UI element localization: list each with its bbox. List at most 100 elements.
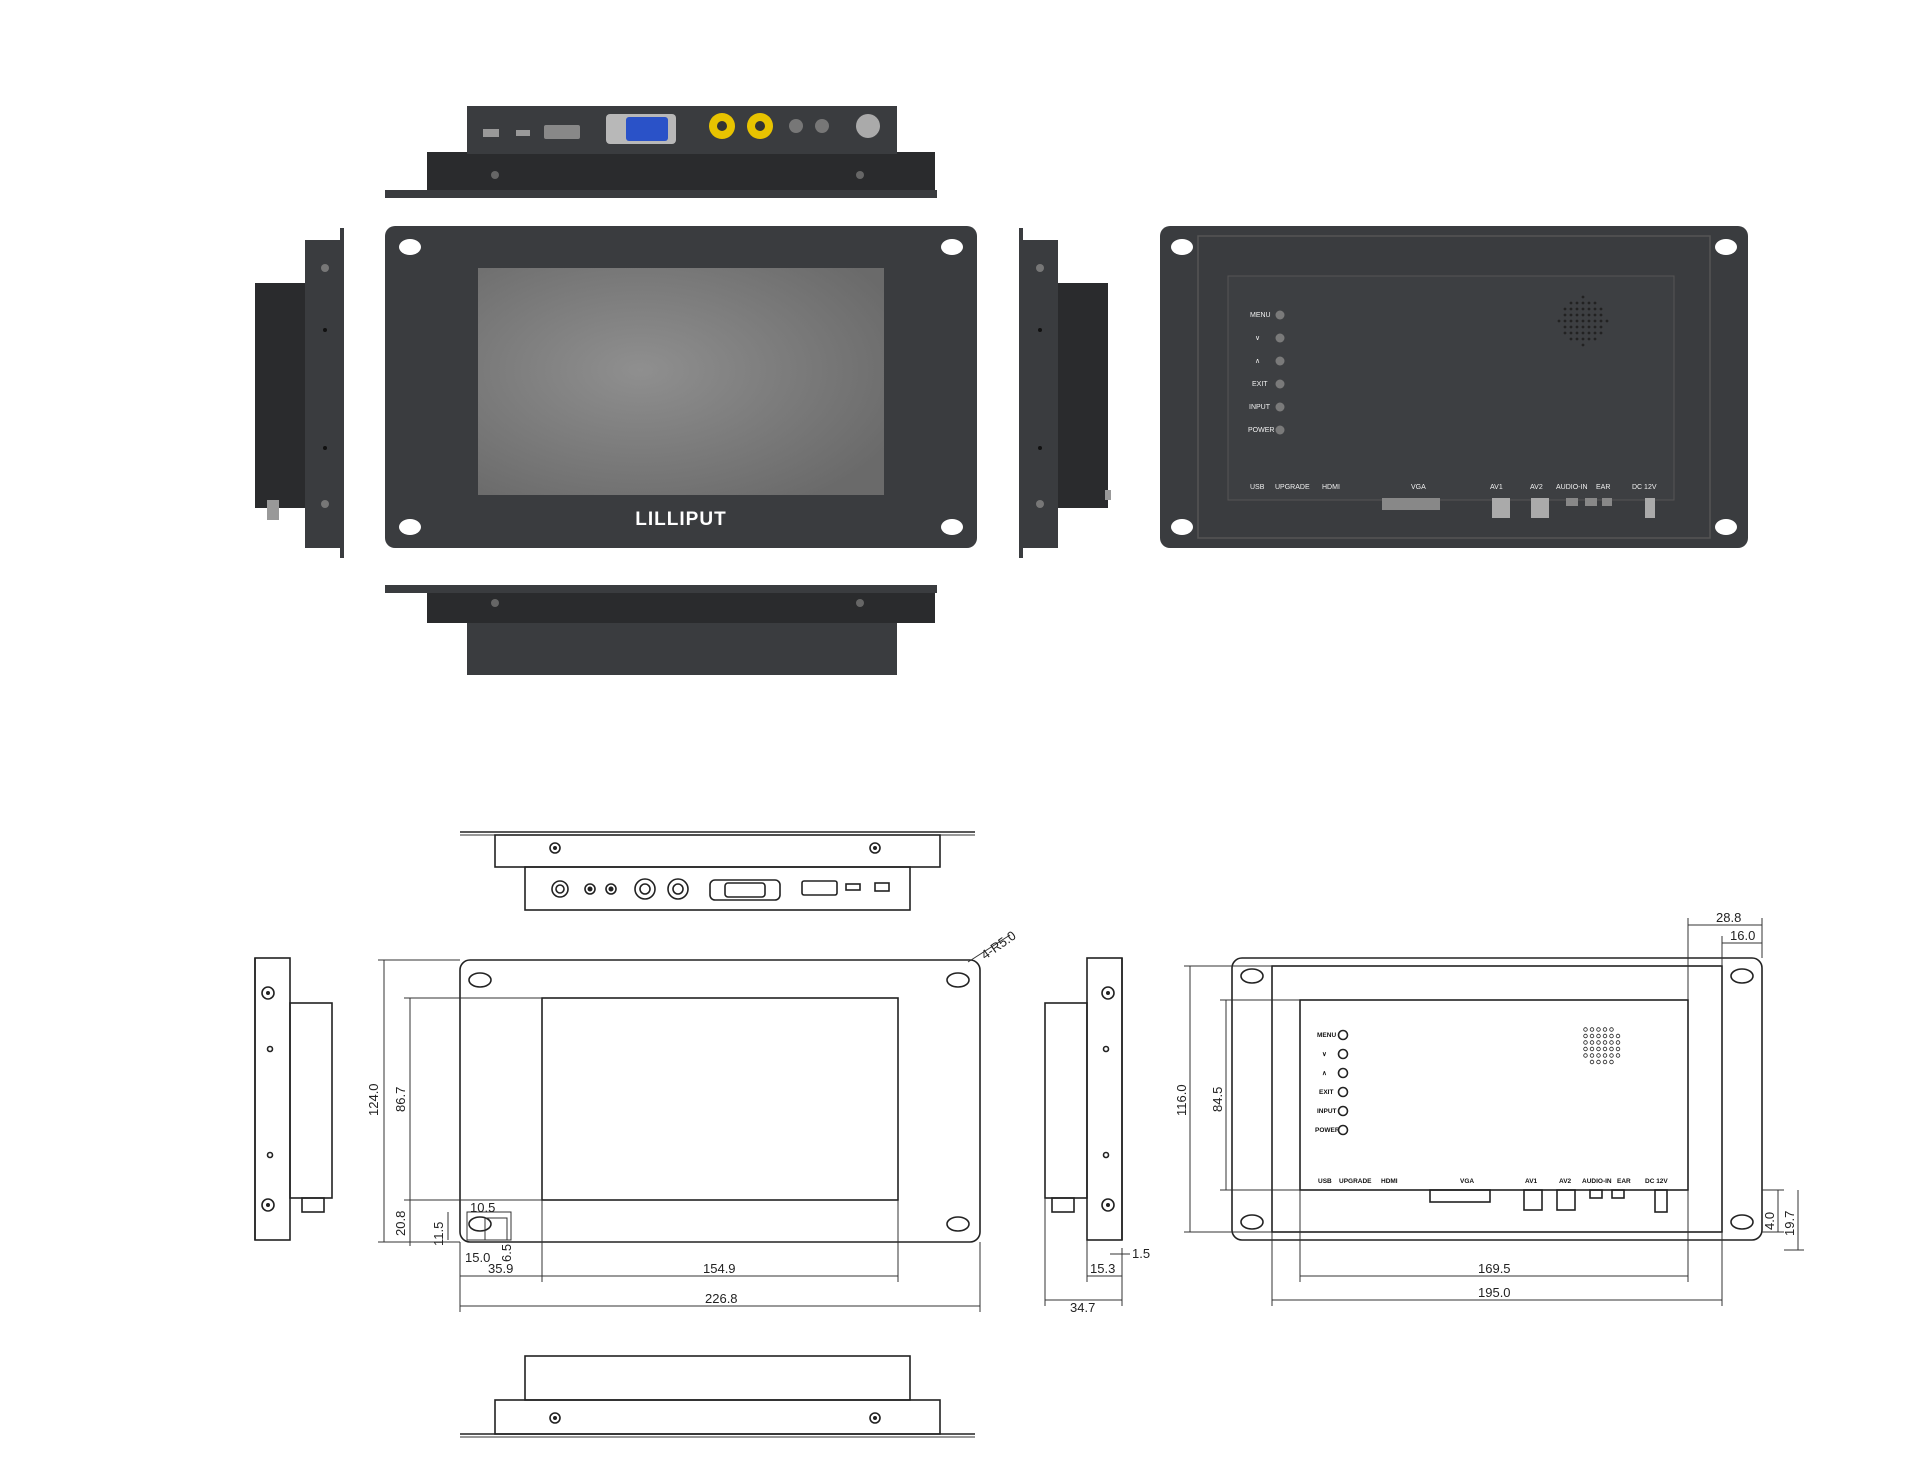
speaker-hole [1563,325,1567,329]
dim-hole-height: 11.5 [431,1222,446,1246]
dim-total-depth: 34.7 [1070,1300,1095,1315]
speaker-hole [1609,1059,1614,1065]
drawing-exit-label: EXIT [1319,1089,1333,1096]
usb-port-label: USB [1250,484,1265,491]
dim-screen-height: 86.7 [393,1087,408,1112]
dim-hole-offset: 15.0 [465,1250,490,1265]
dim-width-total: 226.8 [705,1291,738,1306]
drawing-menu-label: MENU [1317,1032,1336,1039]
speaker-hole [1589,1046,1595,1052]
audio-in-port-label: AUDIO-IN [1556,484,1588,491]
speaker-grille [1557,295,1609,347]
speaker-hole [1596,1027,1601,1032]
drawing-input-label: INPUT [1317,1108,1337,1115]
dim-body-depth: 15.3 [1090,1261,1115,1276]
dim-hole-width: 10.5 [470,1200,495,1215]
speaker-hole [1575,313,1579,317]
side-dimensions: 1.5 15.3 34.7 [1044,1198,1150,1315]
speaker-hole [1596,1053,1601,1058]
drawing-audio-in-label: AUDIO-IN [1582,1178,1612,1185]
photo-front-view: LILLIPUT [385,226,977,548]
speaker-hole [1609,1033,1614,1039]
exit-button[interactable] [1275,379,1285,389]
menu-button[interactable] [1275,310,1285,320]
speaker-hole [1575,301,1579,305]
speaker-hole [1602,1046,1608,1052]
speaker-hole [1609,1027,1614,1032]
speaker-hole [1589,1040,1595,1045]
menu-button-label: MENU [1250,312,1271,319]
dim-back-width-inner: 169.5 [1478,1261,1511,1276]
speaker-hole [1593,325,1597,329]
speaker-hole [1581,331,1585,335]
ear-jack-icon [815,119,829,133]
speaker-hole [1589,1033,1595,1039]
drawing-ear-label: EAR [1617,1178,1631,1185]
speaker-hole [1581,337,1585,341]
drawing-up-label: ∧ [1322,1070,1327,1077]
up-button-label: ∧ [1255,358,1260,365]
speaker-hole [1581,295,1585,299]
speaker-hole [1609,1040,1614,1045]
speaker-hole [1602,1033,1608,1039]
speaker-hole [1605,319,1609,323]
drawing-power-label: POWER [1315,1127,1340,1134]
speaker-hole [1615,1033,1621,1039]
speaker-hole [1583,1027,1588,1032]
speaker-hole [1563,319,1567,323]
up-button[interactable] [1275,356,1285,366]
dim-screen-width: 154.9 [703,1261,736,1276]
drawing-back-view: MENU ∨ ∧ EXIT INPUT POWER USB UPGRADE HD… [1231,957,1763,1241]
dc-jack-icon [856,114,880,138]
down-button[interactable] [1275,333,1285,343]
speaker-hole [1596,1033,1601,1039]
upgrade-port-label: UPGRADE [1275,484,1310,491]
drawing-left-side-view [254,957,333,1241]
dim-back-right-a: 4.0 [1762,1212,1777,1230]
exit-button-label: EXIT [1252,381,1268,388]
input-button[interactable] [1275,402,1285,412]
speaker-hole [1599,313,1603,317]
drawing-right-side-view [1044,957,1123,1241]
dim-back-right-b: 19.7 [1782,1211,1797,1236]
drawing-av1-label: AV1 [1525,1178,1538,1185]
speaker-hole [1589,1027,1595,1032]
speaker-hole [1587,319,1591,323]
speaker-hole [1575,307,1579,311]
speaker-hole [1599,319,1603,323]
power-button-label: POWER [1248,427,1274,434]
speaker-hole [1587,337,1591,341]
speaker-hole [1581,319,1585,323]
dim-flange: 1.5 [1132,1246,1150,1261]
power-button[interactable] [1275,425,1285,435]
speaker-hole [1563,331,1567,335]
speaker-hole [1575,337,1579,341]
speaker-hole [1596,1059,1601,1065]
drawing-usb-label: USB [1318,1178,1332,1185]
photo-bottom-view [385,585,937,675]
dim-height-total: 124.0 [366,1083,381,1116]
dim-bottom-offset: 20.8 [393,1211,408,1236]
display-screen [478,268,884,495]
speaker-hole [1615,1046,1621,1052]
speaker-hole [1575,325,1579,329]
speaker-hole [1602,1040,1608,1045]
speaker-hole [1589,1059,1595,1065]
dim-back-width-total: 195.0 [1478,1285,1511,1300]
speaker-hole [1593,337,1597,341]
speaker-hole [1575,319,1579,323]
audio-jack-icon [789,119,803,133]
usb-port-icon [483,129,499,137]
speaker-hole [1569,331,1573,335]
vga-port-label: VGA [1411,484,1426,491]
dc-port-label: DC 12V [1632,484,1657,491]
front-dimensions: 124.0 86.7 20.8 11.5 10.5 6.5 15.0 35.9 … [366,928,1019,1312]
drawing-top-view [460,831,975,911]
speaker-hole [1599,307,1603,311]
speaker-hole [1593,331,1597,335]
speaker-hole [1589,1053,1595,1058]
drawing-front-view [459,959,981,1243]
dim-hole-depth: 6.5 [499,1244,514,1262]
hdmi-port-icon [544,125,580,139]
av2-port-label: AV2 [1530,484,1543,491]
